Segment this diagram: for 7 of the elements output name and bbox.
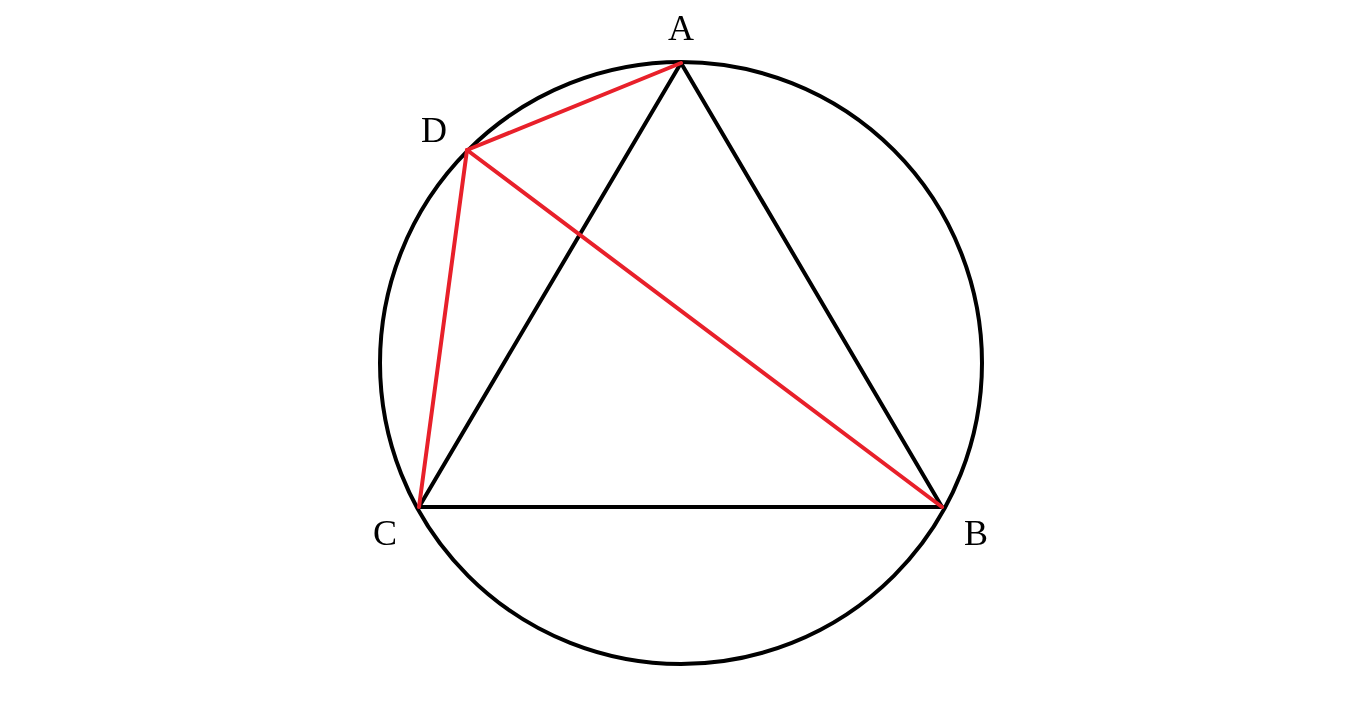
point-label: A [664, 10, 698, 63]
point-label: B [942, 507, 988, 551]
point-label: D [421, 112, 467, 150]
line-segment [417, 505, 944, 509]
line-segment [465, 61, 683, 152]
line-segment [417, 148, 469, 509]
point-label: C [373, 507, 419, 551]
